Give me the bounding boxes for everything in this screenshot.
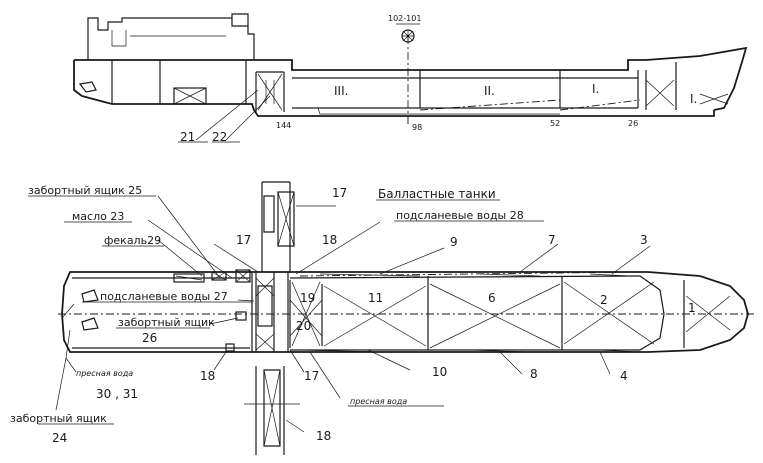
num-30-31: 30 , 31	[96, 387, 138, 401]
label-bilge-27: подсланевые воды 27	[100, 290, 228, 303]
label-bilge-28: подсланевые воды 28	[396, 209, 524, 222]
tank-number: 8	[530, 367, 538, 381]
callout-22: 22	[212, 130, 227, 144]
compartment-label: I.	[690, 92, 697, 106]
frame-number: 26	[628, 119, 638, 128]
tank-number: 17	[236, 233, 251, 247]
compartment-label: III.	[334, 84, 348, 98]
plan-title: Балластные танки	[378, 187, 496, 201]
label-oil-23: масло 23	[72, 210, 124, 223]
tank-number: 7	[548, 233, 556, 247]
label-sea-chest-24: забортный ящик	[10, 412, 107, 425]
label-fecal-29: фекаль29	[104, 234, 161, 247]
callout-21: 21	[180, 130, 195, 144]
frame-number: 52	[550, 119, 560, 128]
tank-number: 3	[640, 233, 648, 247]
tank-number: 18	[316, 429, 331, 443]
label-sea-chest-25: забортный ящик 25	[28, 184, 142, 197]
tank-number: 17	[304, 369, 319, 383]
compartment-label: I.	[592, 82, 599, 96]
label-fresh-water-bottom: пресная вода	[350, 397, 407, 406]
num-26: 26	[142, 331, 157, 345]
frame-number: 98	[412, 123, 422, 132]
num-24: 24	[52, 431, 67, 445]
compartment-label: II.	[484, 84, 495, 98]
tank-number: 9	[450, 235, 458, 249]
plan-view	[28, 181, 756, 455]
tank-number: 4	[620, 369, 628, 383]
tank-number: 2	[600, 293, 608, 307]
frame-number: 144	[276, 121, 291, 130]
label-sea-chest: забортный ящик	[118, 316, 215, 329]
tank-number: 17	[332, 186, 347, 200]
tank-number: 6	[488, 291, 496, 305]
side-profile	[73, 13, 748, 143]
tank-number: 1	[688, 301, 696, 315]
tank-number: 18	[200, 369, 215, 383]
tank-number: 11	[368, 291, 383, 305]
top-view-labels: 102-101 III. II. I. I. 144 98 52 26 21 2…	[180, 14, 697, 144]
tank-number: 19	[300, 291, 315, 305]
frame-marker-label: 102-101	[388, 14, 421, 23]
plan-view-labels: Балластные танки забортный ящик 25 масло…	[10, 184, 696, 445]
tank-number: 20	[296, 319, 311, 333]
tank-number: 18	[322, 233, 337, 247]
label-fresh-water-left: пресная вода	[76, 369, 133, 378]
tank-number: 10	[432, 365, 447, 379]
